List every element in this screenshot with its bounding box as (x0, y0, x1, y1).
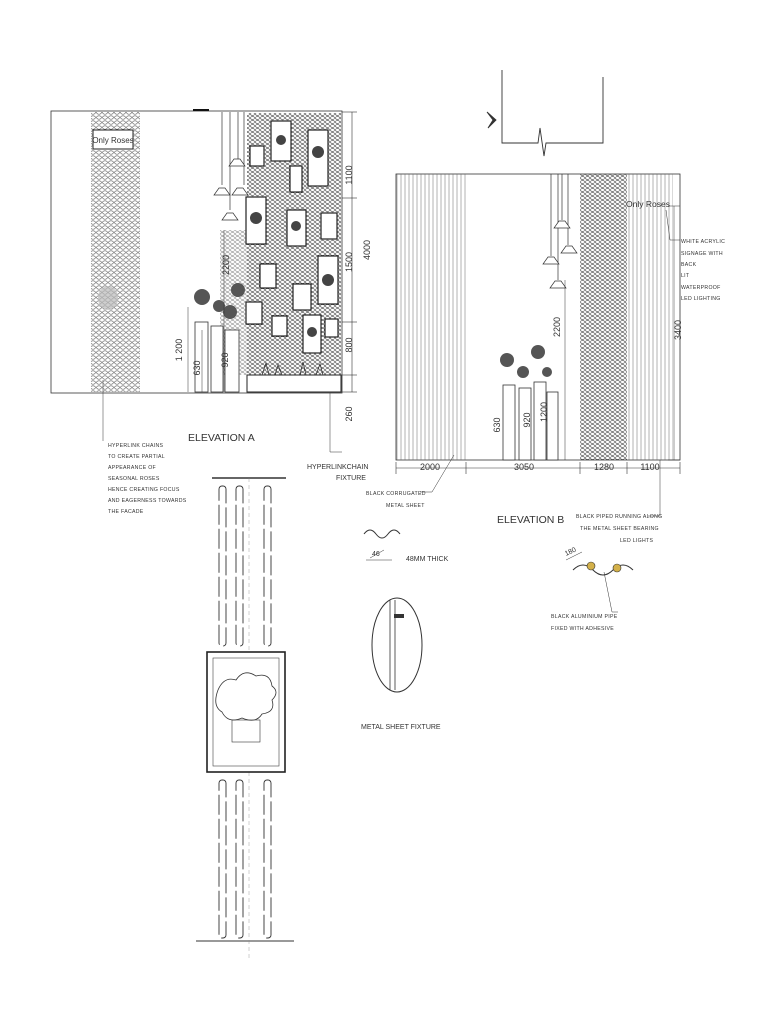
hyperlink-chain-strip (91, 112, 140, 392)
svg-text:LED LIGHTING: LED LIGHTING (681, 296, 721, 302)
chains-upper (218, 485, 272, 647)
hyperlink-chain-fixture-detail (196, 477, 294, 960)
dim-b-2200: 2200 (552, 317, 562, 337)
svg-text:LED LIGHTS: LED LIGHTS (620, 538, 654, 544)
rose-art (215, 672, 277, 721)
hanging-lamps-b (542, 174, 578, 289)
chains-lower (218, 779, 272, 939)
elevation-a-title: ELEVATION A (188, 432, 255, 444)
dim-a-1100: 1100 (344, 165, 354, 184)
corrugated-sheet-right (627, 174, 673, 460)
note-hyperlink-chains: HYPERLINK CHAINS TO CREATE PARTIAL APPEA… (108, 443, 187, 515)
dim-b-1280: 1280 (594, 462, 614, 472)
picture-frames (245, 120, 339, 354)
svg-text:METAL SHEET: METAL SHEET (386, 503, 425, 509)
metal-sheet-fixture-detail: METAL SHEET FIXTURE (361, 597, 441, 731)
wave-note: 48MM THICK (406, 556, 449, 563)
fixture-screw (394, 614, 404, 618)
rose-frame (206, 651, 286, 773)
svg-text:BACK: BACK (681, 262, 697, 268)
dim-b-920: 920 (522, 412, 532, 427)
dim-b-630: 630 (492, 417, 502, 432)
dim-a-2200: 2200 (221, 255, 231, 275)
svg-text:THE FACADE: THE FACADE (108, 509, 144, 515)
note-hyperlink-fixture: HYPERLINKCHAIN FIXTURE (307, 464, 368, 482)
elevation-b: Only Roses (366, 173, 725, 544)
svg-text:TO CREATE PARTIAL: TO CREATE PARTIAL (108, 454, 165, 460)
pipe-note-1: BLACK ALUMINIUM PIPE (551, 614, 618, 620)
dim-a-920: 920 (220, 352, 230, 367)
svg-text:BLACK CORRUGATED: BLACK CORRUGATED (366, 491, 426, 497)
dim-b-1100: 1100 (640, 462, 659, 472)
svg-text:FIXTURE: FIXTURE (336, 475, 366, 482)
dim-a-260: 260 (344, 406, 354, 421)
wave-dim: 46 (372, 551, 380, 558)
key-plan (486, 70, 604, 157)
dim-a-630: 630 (192, 360, 202, 375)
pipe-note-2: FIXED WITH ADHESIVE (551, 626, 614, 632)
metal-sheet-fixture-label: METAL SHEET FIXTURE (361, 724, 441, 731)
dim-b-1200: 1200 (539, 402, 549, 422)
svg-text:HYPERLINK CHAINS: HYPERLINK CHAINS (108, 443, 163, 449)
dim-b-2000: 2000 (420, 462, 440, 472)
frame-art (250, 135, 334, 337)
dim-a-800: 800 (344, 337, 354, 352)
only-roses-sign-b: Only Roses (626, 199, 670, 209)
pedestals-b (502, 381, 559, 461)
only-roses-sign-box (92, 129, 134, 150)
planter-grass (261, 361, 324, 376)
elevation-b-title: ELEVATION B (497, 514, 564, 526)
pipe-detail: 180 BLACK ALUMINIUM PIPE FIXED WITH ADHE… (551, 546, 634, 632)
svg-text:HYPERLINKCHAIN: HYPERLINKCHAIN (307, 464, 368, 471)
svg-text:BLACK PIPED RUNNING ALONG: BLACK PIPED RUNNING ALONG (576, 514, 662, 520)
dim-b-3050: 3050 (514, 462, 534, 472)
plants-b (500, 345, 552, 378)
dim-a-4000: 4000 (362, 240, 372, 260)
led-light-2 (612, 563, 622, 573)
svg-text:LIT: LIT (681, 273, 690, 279)
dim-lines-a (342, 111, 357, 393)
pedestals-a (194, 321, 240, 393)
only-roses-sign: Only Roses (92, 136, 133, 145)
leaders-b (420, 209, 680, 517)
dim-lines-b-vertical (564, 205, 680, 461)
elevation-a: Only Roses (50, 109, 372, 515)
svg-text:THE METAL SHEET BEARING: THE METAL SHEET BEARING (580, 526, 659, 532)
hanging-lamps-a (213, 112, 249, 221)
svg-text:APPEARANCE OF: APPEARANCE OF (108, 465, 156, 471)
svg-text:AND EAGERNESS TOWARDS: AND EAGERNESS TOWARDS (108, 498, 187, 504)
note-black-pipe: BLACK PIPED RUNNING ALONG THE METAL SHEE… (576, 514, 662, 544)
planter-box (246, 374, 342, 393)
svg-text:HENCE CREATING FOCUS: HENCE CREATING FOCUS (108, 487, 180, 493)
svg-text:SIGNAGE WITH: SIGNAGE WITH (681, 251, 723, 257)
corrugated-sheet-left (396, 174, 466, 460)
dim-lines-a-left (187, 230, 225, 392)
svg-text:WHITE ACRYLIC: WHITE ACRYLIC (681, 239, 725, 245)
hyperlink-chain-strip-b (580, 174, 627, 460)
note-corrugated-sheet: BLACK CORRUGATED METAL SHEET (366, 491, 426, 509)
dim-lines-b-horizontal (395, 462, 681, 474)
led-light-1 (586, 561, 596, 571)
rose-shadow (98, 286, 118, 310)
wave-detail: 46 48MM THICK (363, 529, 449, 563)
svg-text:SEASONAL ROSES: SEASONAL ROSES (108, 476, 160, 482)
note-signage: WHITE ACRYLIC SIGNAGE WITH BACK LIT WATE… (681, 239, 725, 302)
svg-text:WATERPROOF: WATERPROOF (681, 285, 721, 291)
dim-a-1200: 1 200 (174, 339, 184, 362)
plants-a (194, 283, 245, 319)
pipe-dim: 180 (564, 546, 578, 557)
dim-a-1500: 1500 (344, 252, 354, 272)
dim-b-3400: 3400 (673, 320, 683, 340)
